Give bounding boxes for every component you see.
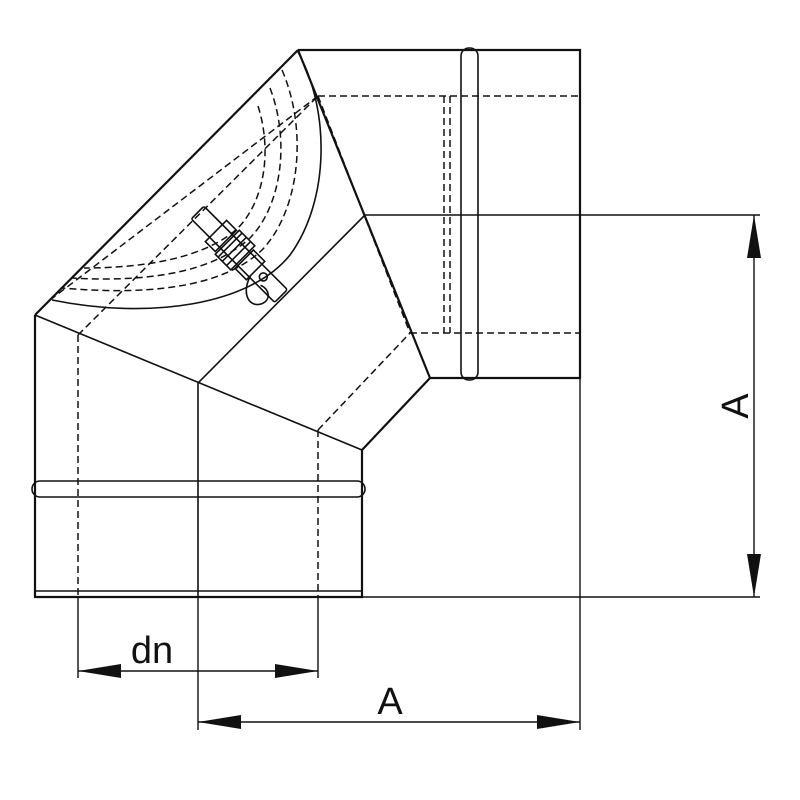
elbow-middle-section	[34, 49, 432, 451]
inspection-cover	[51, 51, 322, 310]
diameter-dimension-label: dn	[131, 630, 173, 672]
horizontal-dimension: A	[198, 681, 580, 729]
upper-bead-ring	[460, 47, 479, 381]
horizontal-dimension-label: A	[377, 681, 403, 723]
vertical-dimension-label: A	[715, 393, 757, 419]
lower-pipe-segment	[31, 315, 366, 599]
cover-latch	[191, 206, 288, 306]
vertical-dimension: A	[715, 215, 761, 597]
lower-bead-ring	[31, 480, 366, 498]
extension-lines	[77, 214, 760, 730]
diameter-dimension: dn	[78, 630, 318, 678]
upper-pipe-segment	[298, 47, 582, 381]
